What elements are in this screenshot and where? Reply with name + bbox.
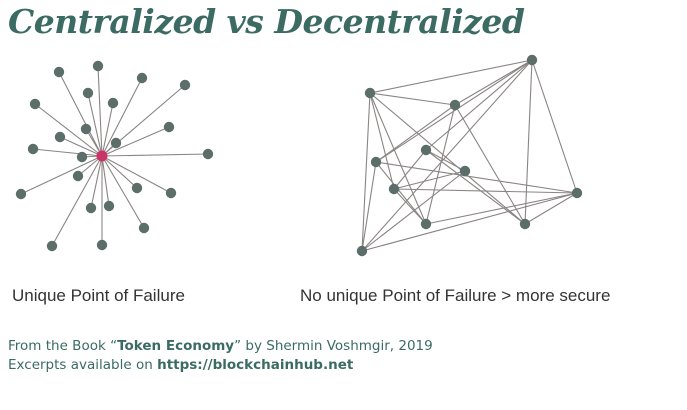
mesh-edge <box>361 192 578 252</box>
mesh-edge <box>361 92 371 252</box>
network-node <box>449 99 461 111</box>
hub-edge <box>32 148 103 157</box>
mesh-edge <box>425 149 466 172</box>
mesh-edge <box>369 59 533 94</box>
mesh-edge <box>524 59 533 225</box>
mesh-edge <box>393 149 427 190</box>
hub-edge <box>101 102 114 157</box>
mesh-edge <box>361 161 377 252</box>
network-node <box>80 123 92 135</box>
network-node <box>519 218 531 230</box>
network-node <box>131 182 143 194</box>
hub-edge <box>87 92 103 157</box>
network-node <box>15 188 27 200</box>
hub-edge <box>101 77 143 157</box>
hub-edge <box>101 153 209 157</box>
hub-edge <box>101 155 138 189</box>
network-node <box>29 98 41 110</box>
network-node <box>92 60 104 72</box>
excerpts-credit: Excerpts available on https://blockchain… <box>8 357 353 373</box>
network-node <box>107 97 119 109</box>
hub-edge <box>101 126 170 157</box>
network-node <box>356 245 368 257</box>
network-node <box>526 54 538 66</box>
network-node <box>420 218 432 230</box>
hub-edge <box>59 136 103 157</box>
network-node <box>459 165 471 177</box>
network-node <box>96 239 108 251</box>
mesh-edge <box>524 192 578 225</box>
network-node <box>420 144 432 156</box>
mesh-edge <box>375 104 456 163</box>
credit-prefix: From the Book “ <box>8 338 118 354</box>
mesh-edge <box>369 92 526 225</box>
centralized-caption: Unique Point of Failure <box>12 286 185 305</box>
mesh-edge <box>375 59 533 163</box>
centralized-network <box>15 60 214 252</box>
network-node <box>138 222 150 234</box>
network-node <box>85 202 97 214</box>
network-node <box>54 131 66 143</box>
hub-edge <box>101 155 110 207</box>
network-node <box>53 66 65 78</box>
network-node <box>27 143 39 155</box>
hub-edge <box>90 155 103 209</box>
mesh-edge <box>531 59 578 194</box>
mesh-edge <box>393 188 578 194</box>
hub-edge <box>101 155 145 229</box>
mesh-edge <box>425 104 456 225</box>
blockchainhub-link[interactable]: https://blockchainhub.net <box>157 357 354 373</box>
mesh-edge <box>454 59 533 106</box>
hub-edge <box>20 155 103 195</box>
excerpts-prefix: Excerpts available on <box>8 357 158 373</box>
decentralized-network <box>356 54 583 257</box>
hub-edge <box>51 155 103 247</box>
page-title: Centralized vs Decentralized <box>8 2 525 41</box>
network-node <box>202 148 214 160</box>
hub-edge <box>97 65 103 157</box>
network-node <box>136 72 148 84</box>
book-title: Token Economy <box>117 338 235 354</box>
network-node <box>179 79 191 91</box>
network-node <box>46 240 58 252</box>
mesh-edge <box>393 188 427 225</box>
book-credit: From the Book “Token Economy” by Shermin… <box>8 338 433 354</box>
mesh-edge <box>369 92 427 225</box>
central-hub-node <box>96 150 108 162</box>
mesh-edge <box>425 192 578 225</box>
mesh-edge <box>369 92 456 106</box>
mesh-edge <box>375 161 578 194</box>
network-node <box>76 151 88 163</box>
network-node <box>82 87 94 99</box>
mesh-edge <box>393 170 466 190</box>
network-node <box>103 200 115 212</box>
credit-suffix: ” by Shermin Voshmgir, 2019 <box>234 338 433 354</box>
network-node <box>110 137 122 149</box>
network-node <box>370 156 382 168</box>
mesh-edge <box>425 59 533 151</box>
network-node <box>163 121 175 133</box>
hub-edge <box>58 71 103 157</box>
network-node <box>364 87 376 99</box>
mesh-edge <box>425 149 526 225</box>
network-node <box>165 187 177 199</box>
mesh-edge <box>369 92 395 190</box>
network-node <box>388 183 400 195</box>
network-node <box>72 170 84 182</box>
network-node <box>571 187 583 199</box>
decentralized-caption: No unique Point of Failure > more secure <box>300 286 611 305</box>
mesh-edge <box>375 161 427 225</box>
hub-edge <box>101 155 172 194</box>
hub-edge <box>34 103 103 157</box>
mesh-edge <box>454 104 526 225</box>
mesh-edge <box>361 59 533 252</box>
